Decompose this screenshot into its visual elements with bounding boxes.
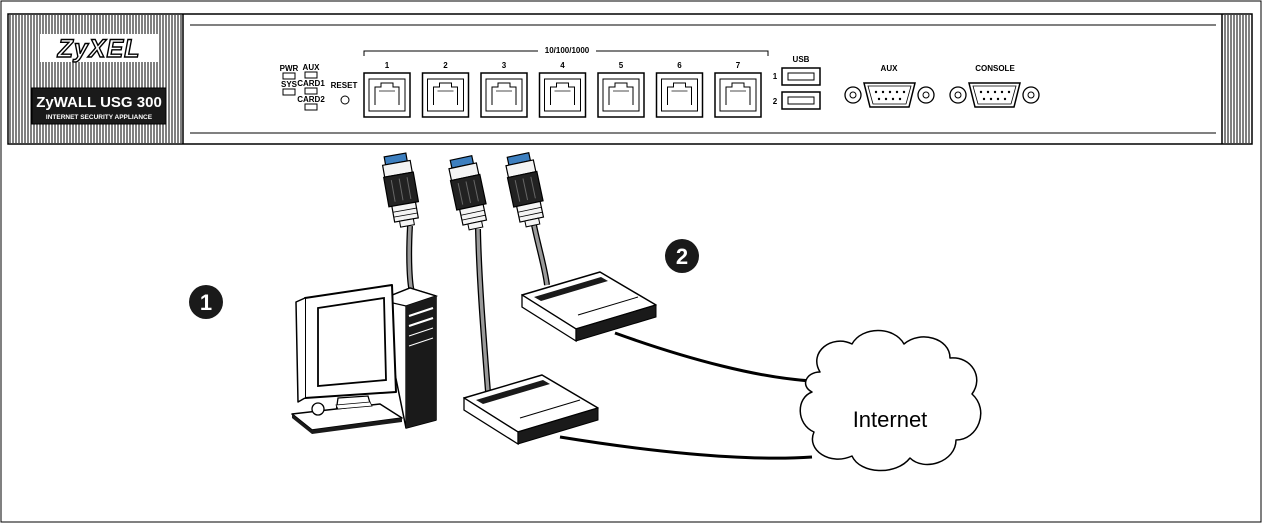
usb-port-1-label: 1 (773, 72, 778, 81)
right-rack-ear (1222, 15, 1251, 143)
port-1-label: 1 (385, 61, 390, 70)
aux-label: AUX (881, 64, 899, 73)
console-label: CONSOLE (975, 64, 1015, 73)
led-card1 (304, 87, 318, 95)
computer-icon (291, 284, 439, 434)
led-card2 (304, 103, 318, 111)
console-port: CONSOLE (949, 64, 1040, 108)
modem-upper (521, 271, 657, 343)
port-2-label: 2 (443, 61, 448, 70)
internet-cloud-icon: Internet (799, 329, 982, 472)
model-name: ZyWALL USG 300 (36, 94, 162, 111)
port-7-label: 7 (736, 61, 741, 70)
led-aux (304, 71, 318, 79)
led-label-card1: CARD1 (297, 79, 325, 88)
usb-port-group: USB 1 2 (773, 55, 821, 110)
ethernet-port-group: 10/100/1000 1 2 3 4 5 6 7 (363, 45, 769, 118)
led-pwr (282, 72, 296, 80)
status-leds: PWR SYS AUX CARD1 CARD2 (280, 63, 325, 111)
ethernet-port-3 (480, 72, 528, 118)
aux-port: AUX (844, 64, 935, 108)
led-label-pwr: PWR (280, 64, 299, 73)
callout-2-label: 2 (676, 244, 688, 269)
port-3-label: 3 (502, 61, 507, 70)
modem-lower (463, 374, 599, 446)
ethernet-port-1 (363, 72, 411, 118)
port-6-label: 6 (677, 61, 682, 70)
modem-to-internet-cables (559, 331, 813, 460)
ethernet-cables (406, 224, 550, 393)
callout-2: 2 (665, 239, 699, 273)
model-subtitle: INTERNET SECURITY APPLIANCE (46, 114, 153, 121)
led-sys (282, 88, 296, 96)
usb-port-2-label: 2 (773, 97, 778, 106)
ethernet-port-6 (655, 72, 704, 118)
internet-label: Internet (853, 407, 928, 432)
brand-logo-backdrop (40, 34, 158, 62)
reset-label: RESET (331, 81, 358, 90)
model-plate (31, 87, 167, 125)
callout-1-label: 1 (200, 290, 212, 315)
ethernet-port-5 (597, 72, 645, 118)
ports-header: 10/100/1000 (545, 46, 590, 55)
reset-button (340, 95, 350, 105)
led-label-card2: CARD2 (297, 95, 325, 104)
ethernet-port-2 (421, 72, 470, 118)
led-label-sys: SYS (281, 80, 298, 89)
led-label-aux: AUX (303, 63, 321, 72)
ethernet-port-7 (714, 72, 762, 118)
callout-1: 1 (189, 285, 223, 319)
usb-label: USB (793, 55, 810, 64)
port-4-label: 4 (560, 61, 565, 70)
ethernet-port-4 (538, 72, 587, 118)
device-front-panel: ZyXEL ZyWALL USG 300 INTERNET SECURITY A… (7, 13, 1253, 145)
brand-logo: ZyXEL (57, 35, 141, 63)
port-5-label: 5 (619, 61, 624, 70)
